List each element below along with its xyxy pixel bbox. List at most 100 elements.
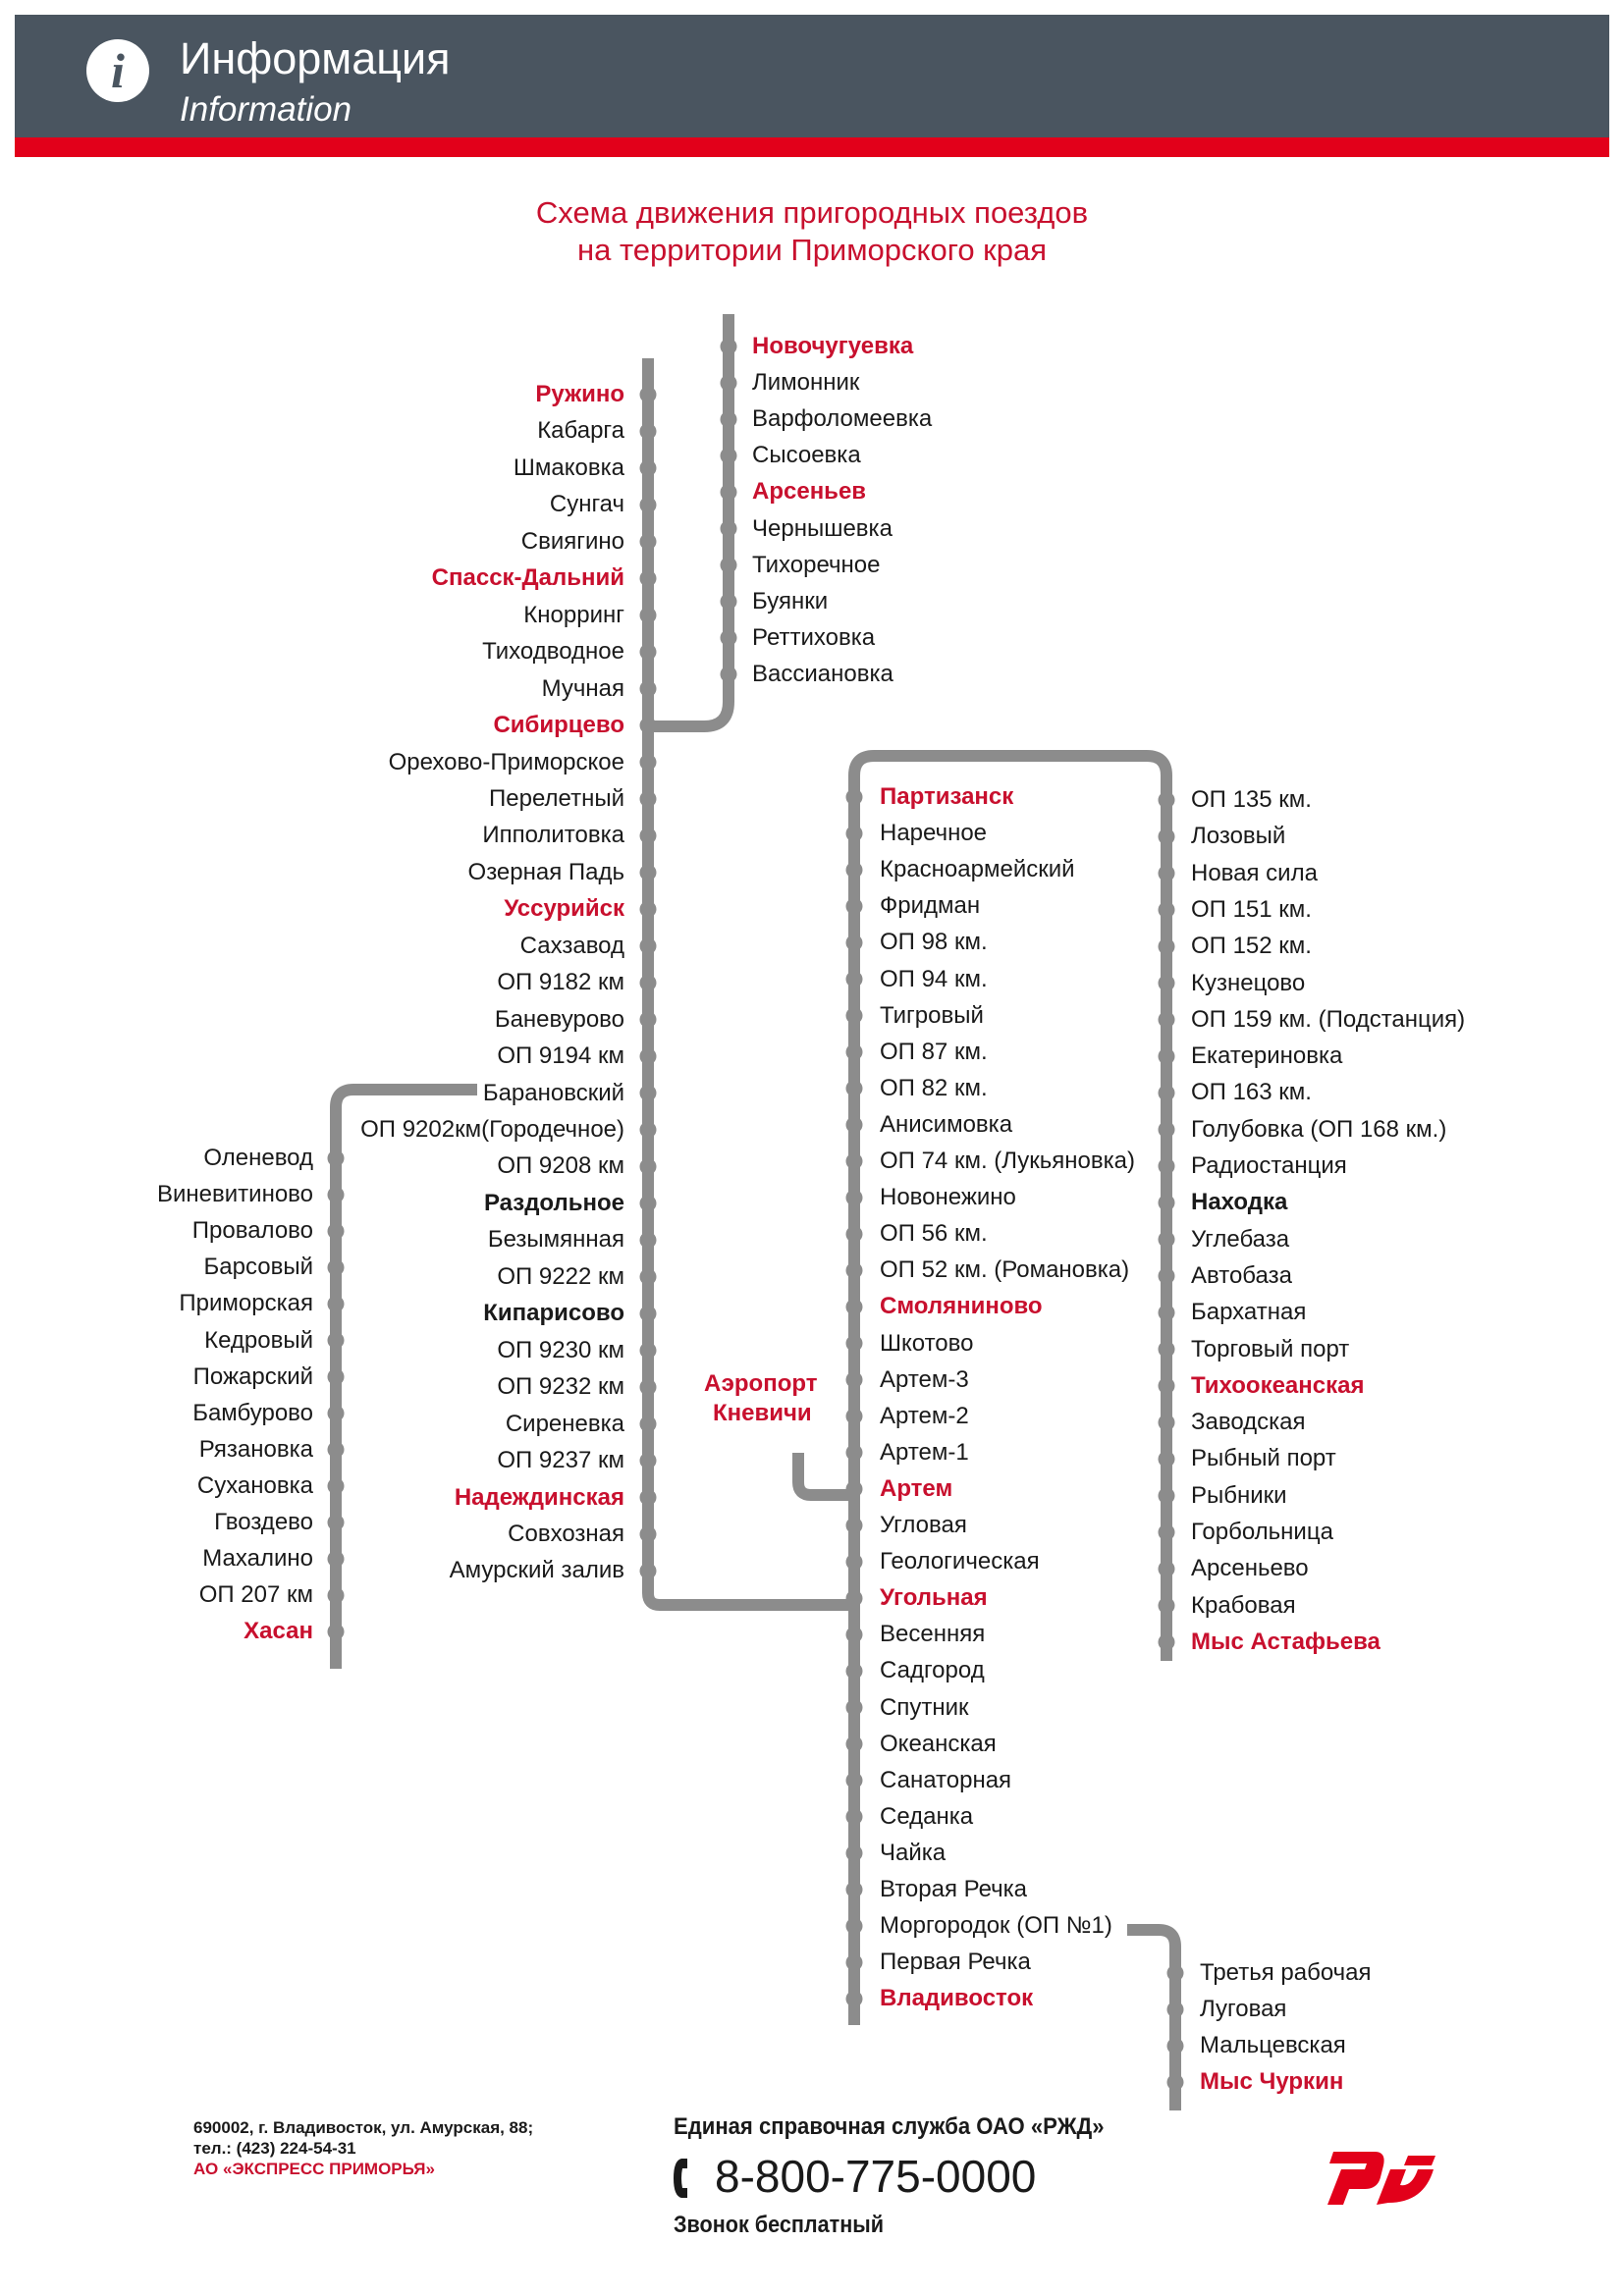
- station-dot-partizansk: [845, 1335, 863, 1352]
- station-dot-partizansk: [845, 1589, 863, 1607]
- station-dot-partizansk: [845, 897, 863, 915]
- station-label-nakhodka: Горбольница: [1191, 1519, 1333, 1545]
- station-label-partizansk: Шкотово: [880, 1329, 974, 1357]
- station-dot-nakhodka: [1158, 937, 1175, 955]
- phone-line: тел.: (423) 224-54-31: [193, 2139, 356, 2158]
- station-label-ruzhino: Шмаковка: [513, 454, 624, 481]
- station-label-nakhodka: Рыбники: [1191, 1481, 1287, 1509]
- station-dot-ruzhino: [639, 974, 657, 991]
- station-label-partizansk: Красноармейский: [880, 856, 1075, 883]
- station-label-novochuguevka: Вассиановка: [752, 660, 893, 687]
- station-label-ruzhino: ОП 9182 км: [497, 969, 624, 996]
- station-label-ruzhino: Амурский залив: [449, 1557, 624, 1584]
- station-dot-khasan: [327, 1186, 345, 1203]
- station-label-nakhodka: ОП 135 км.: [1191, 786, 1312, 813]
- station-dot-nakhodka: [1158, 1560, 1175, 1577]
- station-label-nakhodka: Кузнецово: [1191, 969, 1306, 996]
- station-label-khasan: Махалино: [202, 1545, 313, 1573]
- station-dot-partizansk: [845, 1225, 863, 1243]
- station-dot-ruzhino: [639, 1121, 657, 1139]
- station-dot-nakhodka: [1158, 865, 1175, 882]
- station-label-partizansk: Санаторная: [880, 1766, 1012, 1793]
- station-label-ruzhino: Уссурийск: [504, 895, 624, 923]
- station-dot-partizansk: [845, 1990, 863, 2007]
- station-label-churkin: Третья рабочая: [1200, 1959, 1372, 1986]
- station-dot-novochuguevka: [720, 593, 737, 611]
- station-label-ruzhino: Ипполитовка: [482, 822, 624, 849]
- station-label-nakhodka: ОП 159 км. (Подстанция): [1191, 1005, 1466, 1033]
- station-dot-novochuguevka: [720, 447, 737, 464]
- station-dot-nakhodka: [1158, 1341, 1175, 1358]
- station-dot-nakhodka: [1158, 1267, 1175, 1285]
- station-dot-novochuguevka: [720, 629, 737, 647]
- station-label-nakhodka: Находка: [1191, 1189, 1288, 1216]
- station-dot-churkin: [1166, 2073, 1184, 2091]
- station-label-partizansk: ОП 56 км.: [880, 1220, 988, 1248]
- station-dot-nakhodka: [1158, 975, 1175, 991]
- line-khasan-track: [330, 1084, 477, 1669]
- header-title-en: Information: [180, 90, 352, 129]
- station-label-ruzhino: ОП 9208 км: [497, 1152, 624, 1180]
- station-dot-ruzhino: [639, 1342, 657, 1360]
- station-label-partizansk: ОП 82 км.: [880, 1074, 988, 1101]
- station-dot-partizansk: [845, 1189, 863, 1206]
- station-label-khasan: Кедровый: [204, 1326, 313, 1354]
- station-label-nakhodka: ОП 152 км.: [1191, 933, 1312, 960]
- station-dot-novochuguevka: [720, 666, 737, 683]
- station-dot-novochuguevka: [720, 483, 737, 501]
- station-label-partizansk: Тигровый: [880, 1001, 984, 1029]
- station-label-novochuguevka: Сысоевка: [752, 442, 861, 469]
- station-label-nakhodka: Торговый порт: [1191, 1335, 1350, 1362]
- station-dot-ruzhino: [639, 607, 657, 624]
- station-label-nakhodka: Радиостанция: [1191, 1152, 1347, 1179]
- station-label-khasan: Бамбурово: [192, 1399, 313, 1426]
- station-dot-khasan: [327, 1149, 345, 1167]
- station-dot-nakhodka: [1158, 1121, 1175, 1139]
- station-dot-ruzhino: [639, 937, 657, 955]
- station-label-partizansk: ОП 74 км. (Лукьяновка): [880, 1148, 1136, 1174]
- station-label-ruzhino: Мучная: [541, 674, 624, 702]
- station-label-nakhodka: Арсеньево: [1191, 1555, 1309, 1582]
- hotline-phone-number[interactable]: 8-800-775-0000: [715, 2151, 1037, 2202]
- station-dot-nakhodka: [1158, 1377, 1175, 1395]
- station-dot-partizansk: [845, 1553, 863, 1571]
- station-dot-khasan: [327, 1258, 345, 1276]
- station-dot-khasan: [327, 1477, 345, 1495]
- station-label-khasan: Оленевод: [203, 1145, 313, 1171]
- line-churkin-track: [1127, 1924, 1181, 2110]
- station-dot-ruzhino: [639, 1305, 657, 1322]
- station-label-novochuguevka: Варфоломеевка: [752, 405, 933, 433]
- line-ruzhino-track: [642, 358, 848, 1611]
- header-accent-stripe: [15, 137, 1609, 157]
- station-label-ruzhino: Баневурово: [494, 1005, 624, 1033]
- station-label-khasan: Барсовый: [203, 1254, 313, 1281]
- station-label-nakhodka: Голубовка (ОП 168 км.): [1191, 1115, 1447, 1143]
- company-name: АО «ЭКСПРЕСС ПРИМОРЬЯ»: [193, 2160, 435, 2178]
- station-dot-nakhodka: [1158, 1194, 1175, 1211]
- station-dot-nakhodka: [1158, 1304, 1175, 1321]
- station-dot-churkin: [1166, 2037, 1184, 2055]
- station-dot-ruzhino: [639, 569, 657, 587]
- station-dot-nakhodka: [1158, 828, 1175, 845]
- station-label-ruzhino: Орехово-Приморское: [388, 748, 624, 775]
- station-dot-partizansk: [845, 1699, 863, 1716]
- station-label-khasan: Приморская: [179, 1290, 313, 1317]
- station-dot-ruzhino: [639, 754, 657, 771]
- station-label-partizansk: Геологическая: [880, 1548, 1040, 1575]
- station-label-partizansk: Седанка: [880, 1802, 974, 1830]
- line-partizansk-track: [848, 750, 1172, 2025]
- station-dot-ruzhino: [639, 1011, 657, 1029]
- station-dot-ruzhino: [639, 790, 657, 808]
- station-dot-ruzhino: [639, 1047, 657, 1065]
- station-label-partizansk: ОП 94 км.: [880, 965, 988, 992]
- station-label-khasan: Пожарский: [192, 1362, 313, 1390]
- station-dot-partizansk: [845, 825, 863, 842]
- station-dot-nakhodka: [1158, 1487, 1175, 1505]
- station-label-ruzhino: Спасск-Дальний: [431, 564, 624, 592]
- station-dot-ruzhino: [639, 717, 657, 734]
- station-label-khasan: Виневитиново: [157, 1181, 313, 1208]
- station-dot-khasan: [327, 1586, 345, 1604]
- station-label-ruzhino: ОП 9202км(Городечное): [360, 1116, 624, 1143]
- rzd-logo: [1327, 2152, 1435, 2205]
- airport-label-line2: Кневичи: [713, 1400, 812, 1426]
